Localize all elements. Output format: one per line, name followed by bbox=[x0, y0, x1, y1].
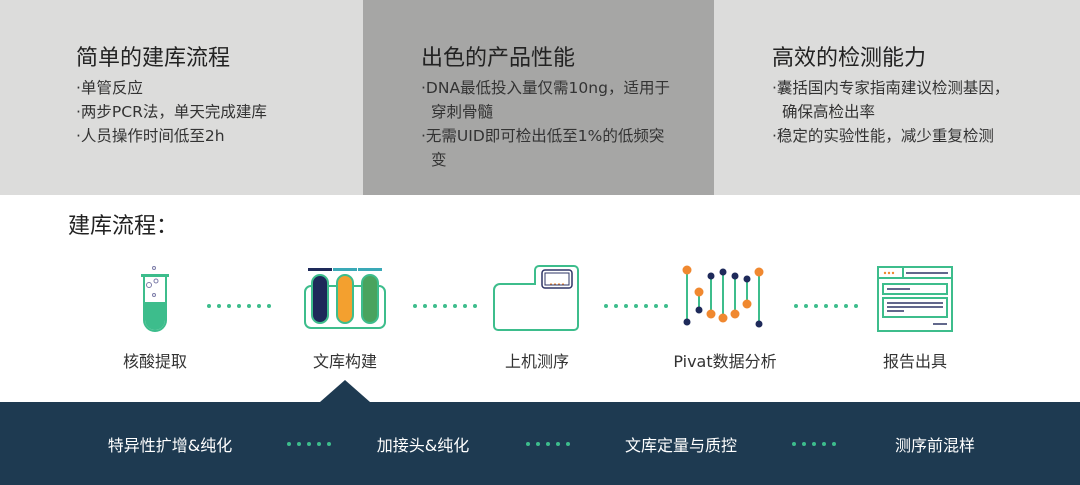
step-nucleic-extraction: 核酸提取 bbox=[65, 262, 245, 371]
feature-bullet: ·稳定的实验性能，减少重复检测 bbox=[772, 127, 994, 145]
substeps-bar: 特异性扩增&纯化 加接头&纯化 文库定量与质控 测序前混样 bbox=[0, 402, 1080, 485]
test-tube-rack-icon bbox=[304, 268, 386, 329]
step-label: 文库构建 bbox=[312, 352, 377, 371]
dots-connector bbox=[604, 304, 668, 308]
dots-connector bbox=[794, 304, 858, 308]
active-step-pointer bbox=[320, 380, 370, 402]
dots-connector bbox=[287, 442, 331, 446]
feature-bullet: ·无需UID即可检出低至1%的低频突变 bbox=[421, 127, 665, 169]
dots-connector bbox=[526, 442, 570, 446]
feature-title: 高效的检测能力 bbox=[772, 46, 927, 71]
feature-panel-performance: 出色的产品性能 ·DNA最低投入量仅需10ng，适用于穿刺骨髓 ·无需UID即可… bbox=[363, 0, 714, 195]
sequencer-icon bbox=[493, 265, 579, 331]
dots-connector bbox=[207, 304, 271, 308]
dots-connector bbox=[413, 304, 477, 308]
step-sequencing: 上机测序 bbox=[447, 262, 627, 371]
feature-panel-simple: 简单的建库流程 ·单管反应 ·两步PCR法，单天完成建库 ·人员操作时间低至2h bbox=[0, 0, 363, 195]
step-data-analysis: Pivat数据分析 bbox=[635, 262, 815, 371]
substep: 文库定量与质控 bbox=[624, 436, 737, 455]
dots-connector bbox=[792, 442, 836, 446]
step-label: Pivat数据分析 bbox=[673, 352, 777, 371]
step-label: 核酸提取 bbox=[122, 352, 187, 371]
dna-data-icon bbox=[682, 265, 764, 328]
step-label: 上机测序 bbox=[504, 352, 569, 371]
feature-bullet: ·两步PCR法，单天完成建库 bbox=[76, 103, 267, 121]
step-report: 报告出具 bbox=[825, 262, 1005, 371]
feature-bullet: ·DNA最低投入量仅需10ng，适用于穿刺骨髓 bbox=[421, 79, 670, 121]
feature-panel-detection: 高效的检测能力 ·囊括国内专家指南建议检测基因，确保高检出率 ·稳定的实验性能，… bbox=[714, 0, 1080, 195]
substep: 测序前混样 bbox=[894, 436, 975, 455]
feature-bullet: ·囊括国内专家指南建议检测基因，确保高检出率 bbox=[772, 79, 1010, 121]
report-icon bbox=[877, 266, 953, 332]
substep: 加接头&纯化 bbox=[376, 436, 470, 455]
feature-bullet: ·单管反应 bbox=[76, 79, 143, 97]
feature-title: 出色的产品性能 bbox=[421, 46, 576, 71]
step-label: 报告出具 bbox=[882, 352, 947, 371]
step-library-construction: 文库构建 bbox=[255, 262, 435, 371]
workflow-title: 建库流程： bbox=[68, 214, 179, 239]
feature-title: 简单的建库流程 bbox=[76, 46, 231, 71]
test-tube-icon bbox=[141, 266, 169, 332]
feature-bullet: ·人员操作时间低至2h bbox=[76, 127, 225, 145]
substep: 特异性扩增&纯化 bbox=[107, 436, 233, 455]
